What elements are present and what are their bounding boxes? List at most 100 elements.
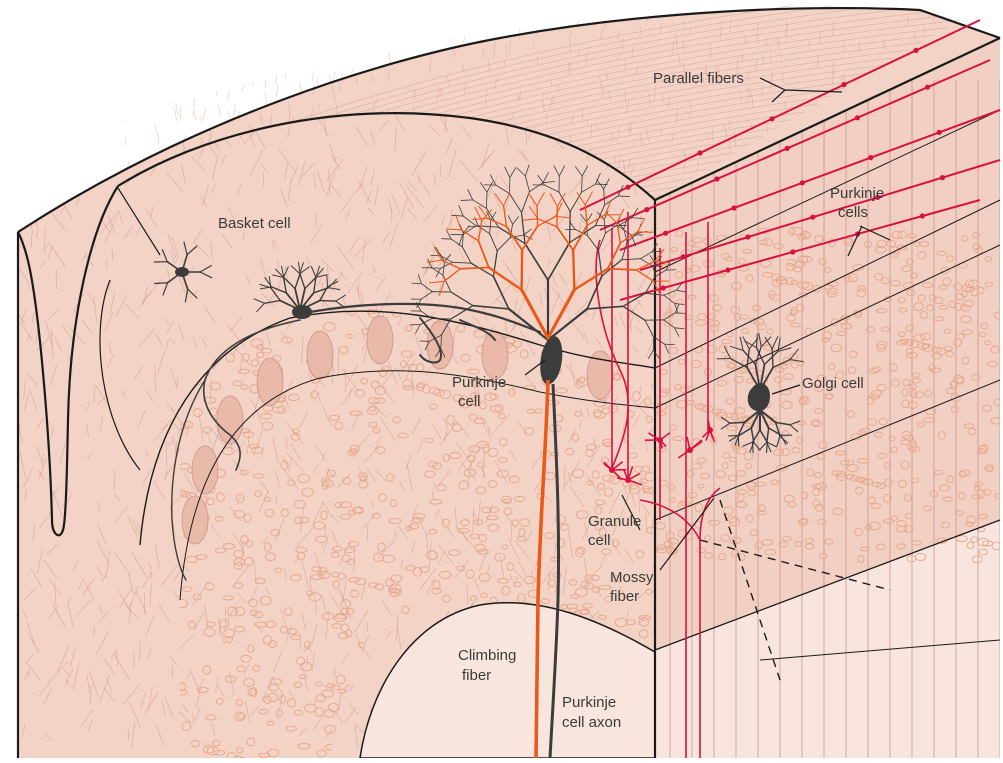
fiber-bouton	[745, 234, 750, 239]
surface-texture	[228, 111, 230, 118]
fiber-bouton	[800, 180, 805, 185]
surface-texture	[125, 87, 126, 100]
dendrite-texture	[122, 115, 135, 140]
dendrite-texture	[127, 106, 143, 132]
dendrite-texture	[30, 130, 45, 154]
surface-texture	[175, 108, 177, 121]
label-purkinje-cell-line2: cell	[458, 393, 481, 410]
surface-texture	[228, 90, 230, 100]
dendrite-texture	[117, 114, 134, 131]
label-parallel-fibers: Parallel fibers	[653, 70, 744, 87]
basket-soma	[176, 268, 188, 276]
surface-texture	[450, 27, 453, 41]
surface-texture	[221, 31, 222, 41]
dendrite-branch	[557, 206, 558, 227]
purkinje-bulb	[257, 358, 283, 406]
label-purkinje-cell-line1: Purkinje	[452, 374, 506, 391]
fiber-bouton	[714, 176, 719, 181]
surface-texture	[203, 109, 206, 120]
surface-texture	[475, 15, 476, 26]
dendrite-texture	[42, 153, 45, 178]
dendrite-branch	[596, 225, 618, 226]
fiber-bouton	[925, 85, 930, 90]
dendrite-texture	[17, 117, 33, 135]
dendrite-texture	[46, 122, 52, 131]
surface-texture	[157, 47, 158, 57]
surface-texture	[298, 27, 301, 40]
fiber-bouton	[940, 175, 945, 180]
fiber-bouton	[681, 254, 686, 259]
dendrite-branch	[596, 184, 608, 185]
label-golgi-cell: Golgi cell	[802, 375, 864, 392]
fiber-bouton	[790, 249, 795, 254]
surface-texture	[238, 70, 240, 84]
surface-texture	[449, 20, 451, 27]
surface-texture	[329, 75, 331, 81]
dendrite-texture	[78, 169, 82, 176]
surface-texture	[376, 21, 378, 33]
dendrite-texture	[74, 135, 88, 155]
surface-texture	[175, 12, 176, 18]
label-granule-cell-line2: cell	[588, 532, 611, 549]
dendrite-texture	[123, 147, 128, 154]
surface-texture	[274, 20, 275, 35]
surface-texture	[154, 50, 156, 64]
dendrite-texture	[106, 113, 116, 138]
dendrite-texture	[14, 152, 31, 175]
dendrite-texture	[35, 129, 46, 142]
purkinje-bulb	[182, 496, 208, 544]
surface-texture	[342, 23, 345, 31]
surface-texture	[194, 114, 197, 121]
fiber-bouton	[644, 207, 649, 212]
surface-texture	[294, 52, 297, 59]
surface-texture	[419, 24, 420, 38]
label-purkinje-axon-line1: Purkinje	[562, 694, 616, 711]
fiber-bouton	[855, 115, 860, 120]
dendrite-branch	[772, 349, 773, 368]
fiber-bouton	[625, 185, 630, 190]
surface-texture	[198, 32, 199, 40]
surface-texture	[375, 28, 376, 34]
granule-soma	[609, 467, 615, 473]
surface-texture	[242, 85, 245, 92]
fiber-bouton	[937, 130, 942, 135]
surface-texture	[234, 104, 235, 112]
surface-texture	[276, 71, 278, 84]
fiber-bouton	[810, 215, 815, 220]
dendrite-branch	[570, 211, 571, 242]
surface-texture	[440, 26, 442, 37]
fiber-bouton	[841, 82, 846, 87]
surface-texture	[437, 22, 438, 30]
dendrite-branch	[412, 283, 422, 284]
surface-texture	[330, 38, 332, 54]
basket-soma	[293, 306, 311, 318]
dendrite-branch	[460, 268, 488, 269]
label-purkinje-cells-line1: Purkinje	[830, 185, 884, 202]
purkinje-bulb	[482, 331, 508, 379]
label-climbing-fiber-line2: fiber	[462, 667, 491, 684]
surface-texture	[368, 13, 370, 26]
surface-texture	[199, 37, 201, 51]
surface-texture	[351, 19, 354, 34]
surface-texture	[195, 75, 197, 82]
surface-texture	[158, 135, 159, 144]
label-purkinje-axon-line2: cell axon	[562, 714, 621, 731]
label-basket-cell: Basket cell	[218, 215, 291, 232]
surface-texture	[341, 18, 343, 30]
surface-texture	[138, 79, 141, 94]
fiber-bouton	[913, 48, 918, 53]
granule-soma	[657, 437, 663, 443]
label-purkinje-cells-line2: cells	[838, 204, 868, 221]
surface-texture	[200, 116, 202, 122]
fiber-bouton	[661, 285, 666, 290]
dendrite-branch	[155, 283, 168, 284]
surface-texture	[192, 70, 193, 79]
label-mossy-fiber-line2: fiber	[610, 588, 639, 605]
granule-soma	[625, 477, 631, 483]
surface-texture	[222, 78, 224, 86]
granule-soma	[707, 427, 713, 433]
dendrite-texture	[123, 118, 134, 137]
surface-texture	[177, 86, 178, 99]
